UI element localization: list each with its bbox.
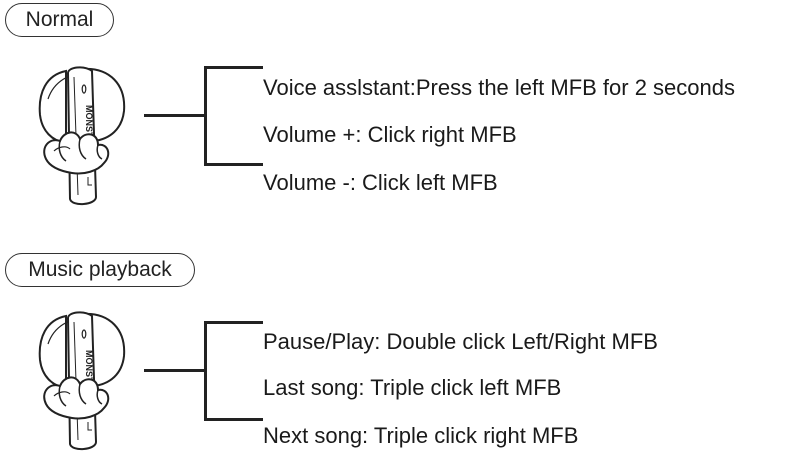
normal-mode-label: Normal	[5, 3, 114, 37]
earbud-with-finger-icon: MONSTER	[38, 311, 126, 450]
music-playback-section: Music playback MONSTER Pause/Play: Doubl…	[0, 250, 792, 462]
instruction-pause-play: Pause/Play: Double click Left/Right MFB	[263, 329, 658, 354]
instruction-next-song: Next song: Triple click right MFB	[263, 423, 579, 448]
normal-mode-section: Normal MONSTER Voice asslstant:Press the…	[0, 0, 792, 225]
instruction-last-song: Last song: Triple click left MFB	[263, 375, 562, 400]
bracket-top-tick	[207, 321, 263, 324]
instruction-bracket	[204, 66, 263, 166]
instruction-volume-up: Volume +: Click right MFB	[263, 122, 517, 147]
bracket-bottom-tick	[207, 418, 263, 421]
instruction-bracket	[204, 321, 263, 421]
earbud-with-finger-icon: MONSTER	[38, 66, 126, 205]
connector-line	[144, 114, 207, 117]
earbud-brand-text: MONSTER	[84, 350, 94, 396]
instruction-volume-down: Volume -: Click left MFB	[263, 170, 498, 195]
music-playback-mode-label: Music playback	[5, 253, 195, 287]
earbud-brand-text: MONSTER	[84, 105, 94, 151]
bracket-top-tick	[207, 66, 263, 69]
bracket-bottom-tick	[207, 163, 263, 166]
connector-line	[144, 369, 207, 372]
instruction-voice-assistant: Voice asslstant:Press the left MFB for 2…	[263, 75, 735, 100]
